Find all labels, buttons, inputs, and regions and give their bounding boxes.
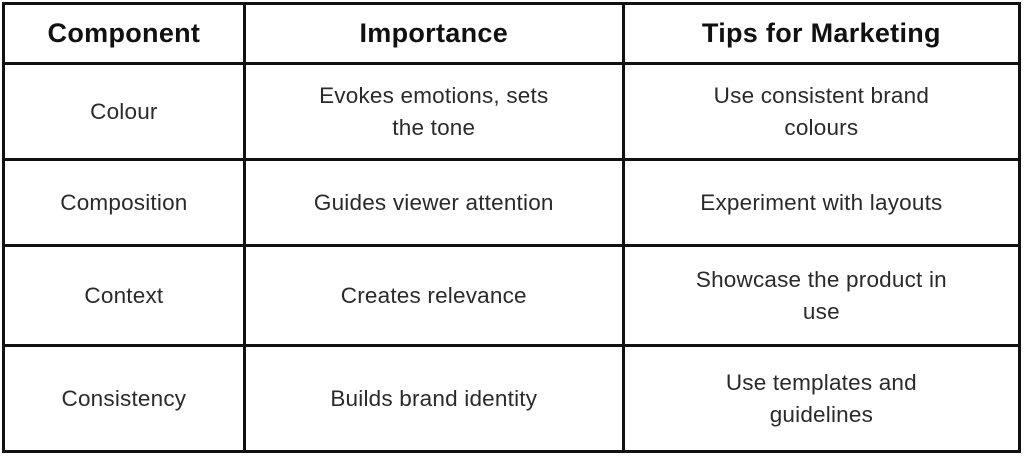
table-row-colour: Colour Evokes emotions, sets the tone Us…	[2, 62, 1022, 161]
cell-component: Consistency	[2, 344, 246, 453]
table-row-consistency: Consistency Builds brand identity Use te…	[2, 344, 1022, 453]
cell-importance: Creates relevance	[242, 244, 625, 347]
cell-importance: Builds brand identity	[242, 344, 625, 453]
table-row-context: Context Creates relevance Showcase the p…	[2, 244, 1022, 347]
cell-component: Context	[2, 244, 246, 347]
cell-tips: Experiment with layouts	[621, 158, 1022, 247]
column-header-tips: Tips for Marketing	[621, 2, 1022, 65]
cell-component: Composition	[2, 158, 246, 247]
cell-component: Colour	[2, 62, 246, 161]
cell-importance: Evokes emotions, sets the tone	[242, 62, 625, 161]
table-row-composition: Composition Guides viewer attention Expe…	[2, 158, 1022, 247]
cell-tips: Use consistent brand colours	[621, 62, 1022, 161]
cell-tips: Use templates and guidelines	[621, 344, 1022, 453]
table-header-row: Component Importance Tips for Marketing	[2, 2, 1022, 65]
column-header-component: Component	[2, 2, 246, 65]
cell-tips: Showcase the product in use	[621, 244, 1022, 347]
cell-importance: Guides viewer attention	[242, 158, 625, 247]
column-header-importance: Importance	[242, 2, 625, 65]
